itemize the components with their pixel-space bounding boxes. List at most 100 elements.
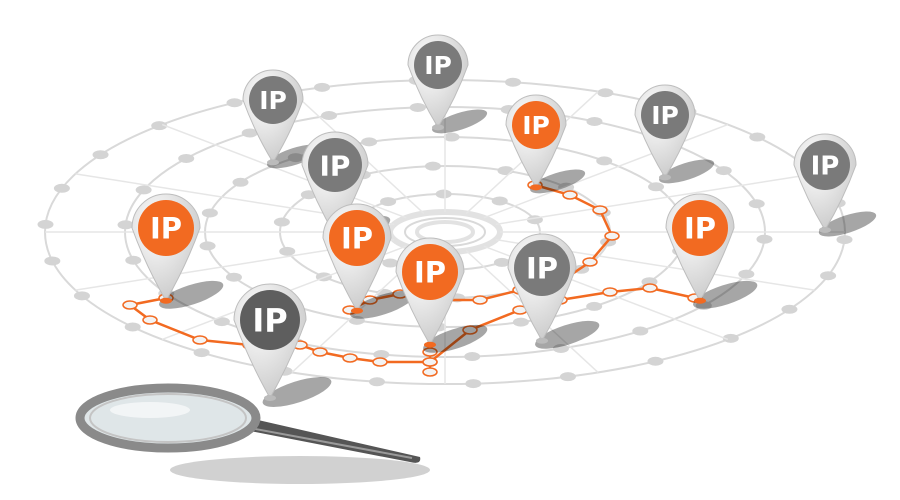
magnifier-lens-rim xyxy=(89,393,247,443)
network-node xyxy=(225,272,242,282)
pin-label: IP xyxy=(150,212,182,246)
network-node xyxy=(409,102,426,112)
route-node xyxy=(122,300,138,310)
network-node xyxy=(213,317,230,327)
pin-2: IP xyxy=(407,34,488,134)
pin-label: IP xyxy=(424,51,452,80)
pin-base xyxy=(351,307,363,314)
pin-label: IP xyxy=(522,111,550,140)
magnifier-shadow xyxy=(170,456,430,484)
network-node xyxy=(756,234,773,244)
network-node xyxy=(232,177,249,187)
network-node xyxy=(151,121,168,131)
route-node xyxy=(604,231,620,241)
network-node xyxy=(722,333,739,343)
network-node xyxy=(648,182,665,192)
network-node xyxy=(117,220,134,230)
network-node xyxy=(382,258,399,268)
network-node xyxy=(124,322,141,332)
pin-badge xyxy=(414,41,462,89)
route-node xyxy=(372,357,388,367)
magnifier-handle-highlight xyxy=(249,427,413,459)
route-node xyxy=(422,357,438,367)
network-node xyxy=(505,77,522,87)
network-node xyxy=(380,197,397,207)
network-node xyxy=(559,372,576,382)
network-node xyxy=(368,377,385,387)
pin-shadow xyxy=(535,320,600,349)
pin-9: IP xyxy=(395,237,488,353)
pin-badge xyxy=(249,76,297,124)
network-node xyxy=(491,196,508,206)
network-node xyxy=(597,88,614,98)
pin-label: IP xyxy=(651,101,679,130)
network-node xyxy=(135,185,152,195)
network-node xyxy=(201,208,218,218)
pin-label: IP xyxy=(259,86,287,115)
pin-label: IP xyxy=(252,301,287,339)
network-node xyxy=(781,304,798,314)
network-spoke xyxy=(483,123,729,219)
network-node xyxy=(749,132,766,142)
pin-5: IP xyxy=(793,133,877,237)
pin-base xyxy=(694,297,706,304)
route-node xyxy=(422,347,438,357)
network-node xyxy=(53,183,70,193)
network-node xyxy=(314,82,331,92)
route-node xyxy=(642,283,658,293)
pin-label: IP xyxy=(341,222,373,256)
route-node xyxy=(582,257,598,267)
route-node xyxy=(592,205,608,215)
network-node xyxy=(199,241,216,251)
network-node xyxy=(193,348,210,358)
pin-badge xyxy=(641,91,689,139)
route-node xyxy=(462,325,478,335)
pin-base xyxy=(267,159,279,166)
pin-label: IP xyxy=(320,149,351,182)
pin-base xyxy=(424,341,436,348)
pin-base xyxy=(536,337,548,344)
network-node xyxy=(287,153,304,163)
pin-8: IP xyxy=(322,203,415,319)
pin-badge xyxy=(800,140,850,190)
pin-base xyxy=(160,297,172,304)
network-node xyxy=(241,128,258,138)
pin-base xyxy=(530,184,542,191)
network-node xyxy=(836,235,853,245)
network-node xyxy=(348,315,365,325)
pin-shadow xyxy=(530,169,586,194)
highlight-route xyxy=(126,286,696,364)
route-node xyxy=(602,287,618,297)
network-node xyxy=(738,269,755,279)
network-node xyxy=(44,256,61,266)
network-node xyxy=(37,219,54,229)
network-node xyxy=(373,349,390,359)
pin-shadow xyxy=(159,280,224,309)
pin-badge xyxy=(402,244,458,300)
network-node xyxy=(586,116,603,126)
network-spoke xyxy=(161,123,407,219)
network-node xyxy=(435,189,452,199)
pin-7: IP xyxy=(131,193,224,309)
pin-shadow xyxy=(350,290,415,319)
pin-11: IP xyxy=(665,193,758,309)
pin-shadow xyxy=(818,211,877,237)
route-node xyxy=(312,347,328,357)
network-node xyxy=(273,217,290,227)
pin-badge xyxy=(308,138,362,192)
network-node xyxy=(647,356,664,366)
pin-shadow xyxy=(262,377,332,407)
network-node xyxy=(73,291,90,301)
pin-label: IP xyxy=(684,212,716,246)
network-node xyxy=(443,132,460,142)
pin-badge xyxy=(240,290,300,350)
pin-badge xyxy=(672,200,728,256)
network-node xyxy=(596,156,613,166)
pin-base xyxy=(432,124,444,131)
network-node xyxy=(820,271,837,281)
route-node xyxy=(142,315,158,325)
network-node xyxy=(279,246,296,256)
pin-base xyxy=(819,227,831,233)
network-node xyxy=(125,255,142,265)
